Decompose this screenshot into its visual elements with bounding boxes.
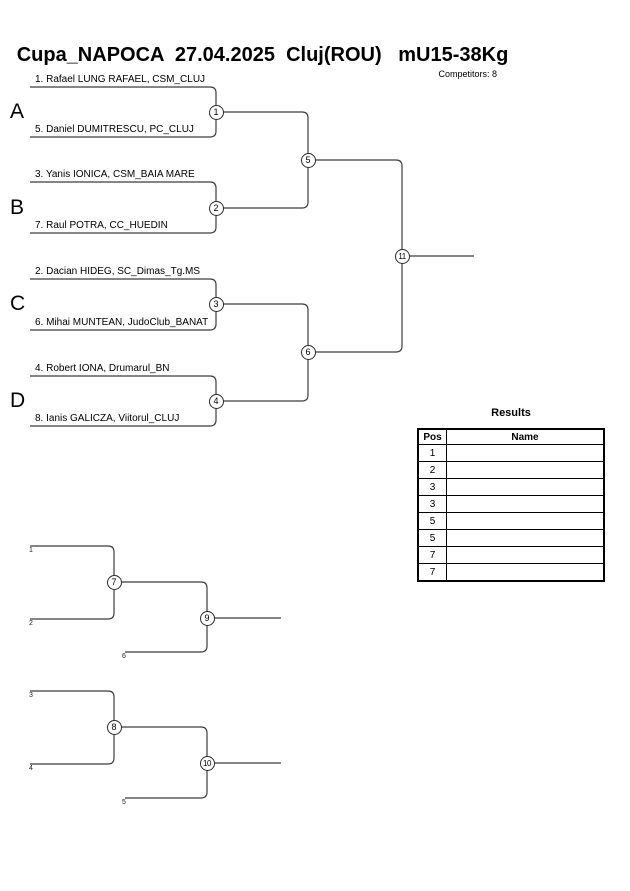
match-3-to-semi-line — [216, 303, 309, 352]
group-letter-c: C — [10, 292, 26, 315]
results-row: 5 — [417, 512, 605, 530]
group-letter-b: B — [10, 196, 25, 219]
repechage2-feed-label-5: 5 — [122, 799, 126, 806]
results-row: 7 — [417, 563, 605, 582]
match-2-pair-line — [30, 181, 217, 234]
results-row: 7 — [417, 546, 605, 564]
semi-5-to-final-line — [308, 159, 403, 256]
match-circle-4: 4 — [208, 393, 224, 409]
group-letter-a: A — [10, 100, 25, 123]
player-entry-8: 8. Ianis GALICZA, Viitorul_CLUJ — [35, 413, 180, 424]
player-entry-2: 2. Dacian HIDEG, SC_Dimas_Tg.MS — [35, 266, 201, 277]
results-title: Results — [491, 407, 531, 419]
repechage1-match7-out-line — [114, 581, 208, 618]
match-4-to-semi-line — [216, 352, 309, 402]
results-name-cell — [446, 546, 605, 564]
results-pos-cell: 7 — [417, 546, 447, 564]
page-title: Cupa_NAPOCA 27.04.2025 Cluj(ROU) mU15-38… — [16, 44, 509, 66]
match-2-to-semi-line — [216, 160, 309, 209]
results-table: Pos Name 1 2 3 3 5 5 7 7 — [417, 428, 605, 582]
repechage2-entry-bottom-line — [30, 727, 115, 765]
match-circle-9: 9 — [199, 610, 215, 626]
repechage1-entry-top-line — [30, 545, 115, 582]
match-circle-8: 8 — [106, 719, 122, 735]
repechage1-feed-label-6: 6 — [122, 653, 126, 660]
match-circle-3: 3 — [208, 296, 224, 312]
player-entry-4: 4. Robert IONA, Drumarul_BN — [35, 363, 170, 374]
player-entry-7: 7. Raul POTRA, CC_HUEDIN — [35, 220, 168, 231]
competitors-count: Competitors: 8 — [438, 69, 497, 79]
repechage1-feed-label-2: 2 — [29, 620, 33, 627]
repechage1-semiloser-line — [125, 618, 208, 653]
repechage2-semiloser-line — [125, 763, 208, 799]
match-1-pair-line — [30, 86, 217, 138]
match-circle-11: 11 — [394, 248, 410, 264]
match-3-pair-line — [30, 278, 217, 331]
match-circle-10: 10 — [199, 755, 215, 771]
match-circle-7: 7 — [106, 574, 122, 590]
player-entry-5: 5. Daniel DUMITRESCU, PC_CLUJ — [35, 124, 194, 135]
repechage2-match8-out-line — [114, 726, 208, 763]
match-circle-5: 5 — [300, 152, 316, 168]
match-circle-2: 2 — [208, 200, 224, 216]
player-entry-6: 6. Mihai MUNTEAN, JudoClub_BANAT — [35, 317, 209, 328]
repechage2-entry-top-line — [30, 690, 115, 727]
player-entry-1: 1. Rafael LUNG RAFAEL, CSM_CLUJ — [35, 74, 206, 85]
results-name-cell — [446, 563, 605, 582]
repechage1-entry-bottom-line — [30, 582, 115, 620]
match-circle-1: 1 — [208, 104, 224, 120]
repechage2-feed-label-4: 4 — [29, 765, 33, 772]
repechage2-feed-label-3: 3 — [29, 692, 33, 699]
match-circle-6: 6 — [300, 344, 316, 360]
group-letter-d: D — [10, 389, 26, 412]
match-4-pair-line — [30, 375, 217, 427]
semi-6-to-final-line — [308, 256, 403, 353]
player-entry-3: 3. Yanis IONICA, CSM_BAIA MARE — [35, 169, 195, 180]
match-1-to-semi-line — [216, 111, 309, 160]
repechage1-feed-label-1: 1 — [29, 547, 33, 554]
